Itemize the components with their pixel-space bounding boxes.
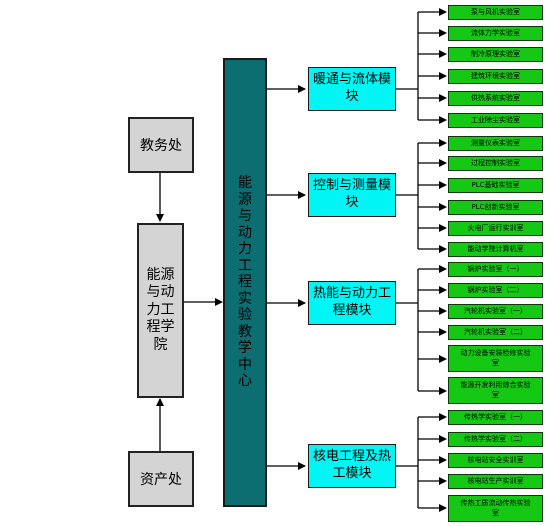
lab-item: 流体力学实验室 — [448, 26, 543, 41]
lab-item: 传热学实验室（一） — [448, 410, 543, 425]
module-label: 控制与测量模块 — [313, 178, 392, 210]
lab-label: 传热工质流动传热实验室 — [460, 499, 531, 517]
lab-label: 核电站生产实训室 — [467, 476, 524, 485]
lab-label: 传热学实验室（二） — [464, 434, 527, 443]
lab-label: 泵与风机实验室 — [471, 7, 520, 16]
lab-item: 泵与风机实验室 — [448, 5, 543, 20]
academic-affairs-office-label: 教务处 — [140, 138, 182, 154]
academic-affairs-office-box: 教务处 — [128, 117, 194, 173]
lab-label: 建筑环境实验室 — [471, 71, 520, 80]
lab-label: 锅炉实验室（一） — [467, 264, 524, 273]
lab-item: 工业除尘实验室 — [448, 113, 543, 128]
lab-label: 汽轮机实验室（一） — [464, 306, 527, 315]
lab-label: 能动学院计算机室 — [467, 244, 524, 253]
lab-label: 动力设备安装检修实验室 — [460, 349, 531, 367]
lab-item: 汽轮机实验室（一） — [448, 304, 543, 319]
teaching-center-box: 能源与动力工程实验教学中心 — [223, 58, 267, 507]
lab-item: 汽轮机实验室（二） — [448, 325, 543, 340]
lab-label: 锅炉实验室（二） — [467, 285, 524, 294]
asset-office-box: 资产处 — [128, 451, 194, 507]
lab-item: 测量仪表实验室 — [448, 136, 543, 151]
lab-item: 传热学实验室（二） — [448, 432, 543, 447]
lab-item: 核电站生产实训室 — [448, 474, 543, 489]
lab-item: PLC基础实验室 — [448, 178, 543, 193]
college-box: 能源与动力工程学院 — [137, 223, 184, 398]
module-label: 暖通与流体模块 — [313, 72, 392, 104]
lab-label: 能源开发利用综合实验室 — [460, 381, 531, 399]
lab-item: 传热工质流动传热实验室 — [448, 495, 543, 522]
lab-label: 工业除尘实验室 — [471, 115, 520, 124]
lab-item: 过程控制实验室 — [448, 156, 543, 171]
lab-item: 制冷原理实验室 — [448, 47, 543, 62]
lab-item: 核电站安全实训室 — [448, 453, 543, 468]
lab-item: 火电厂运行实训室 — [448, 221, 543, 236]
lab-item: 能动学院计算机室 — [448, 242, 543, 257]
lab-label: 核电站安全实训室 — [467, 455, 524, 464]
module-label: 热能与动力工程模块 — [313, 286, 392, 318]
teaching-center-label: 能源与动力工程实验教学中心 — [238, 175, 252, 390]
lab-label: 制冷原理实验室 — [471, 49, 520, 58]
college-label: 能源与动力工程学院 — [146, 266, 175, 353]
lab-label: 汽轮机实验室（二） — [464, 327, 527, 336]
lab-label: 传热学实验室（一） — [464, 412, 527, 421]
lab-item: 锅炉实验室（二） — [448, 283, 543, 298]
asset-office-label: 资产处 — [140, 472, 182, 488]
lab-label: PLC创新实验室 — [471, 202, 520, 211]
lab-item: 锅炉实验室（一） — [448, 262, 543, 277]
module-hvac-fluid: 暖通与流体模块 — [308, 67, 396, 111]
module-thermal-power: 热能与动力工程模块 — [308, 281, 396, 325]
lab-label: 流体力学实验室 — [471, 28, 520, 37]
module-label: 核电工程及热工模块 — [313, 449, 392, 481]
lab-item: 动力设备安装检修实验室 — [448, 345, 543, 372]
lab-label: 火电厂运行实训室 — [467, 223, 524, 232]
lab-label: 供热系统实验室 — [471, 93, 520, 102]
lab-item: 供热系统实验室 — [448, 91, 543, 106]
lab-item: PLC创新实验室 — [448, 200, 543, 215]
lab-item: 能源开发利用综合实验室 — [448, 377, 543, 404]
lab-label: PLC基础实验室 — [471, 180, 520, 189]
lab-label: 测量仪表实验室 — [471, 138, 520, 147]
module-control-measurement: 控制与测量模块 — [308, 173, 396, 217]
lab-item: 建筑环境实验室 — [448, 69, 543, 84]
lab-label: 过程控制实验室 — [471, 158, 520, 167]
module-nuclear-thermal: 核电工程及热工模块 — [308, 444, 396, 488]
